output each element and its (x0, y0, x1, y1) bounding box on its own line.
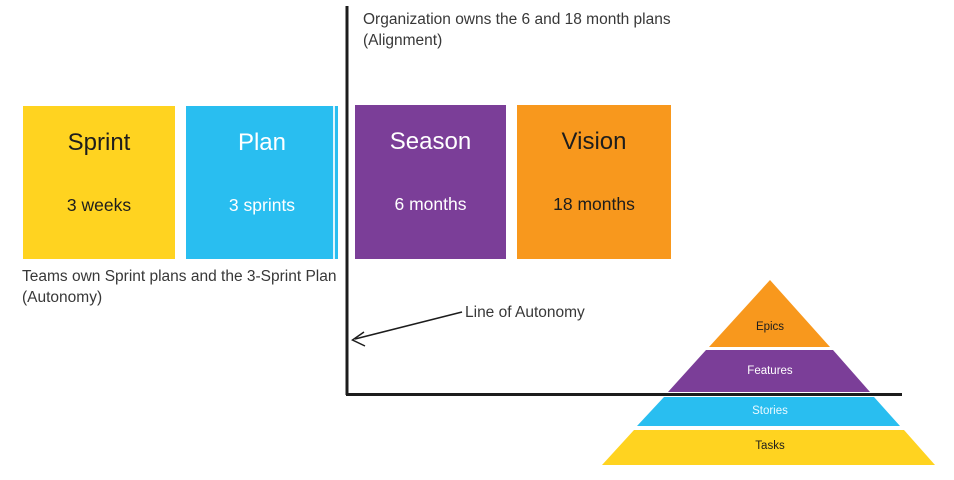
pyramid-layer-features (668, 350, 870, 392)
line-of-autonomy-label: Line of Autonomy (465, 304, 585, 321)
sprint-box: Sprint 3 weeks (23, 106, 175, 259)
season-box: Season 6 months (355, 105, 506, 259)
vision-box: Vision 18 months (517, 105, 671, 259)
plan-box: Plan 3 sprints (186, 106, 338, 259)
alignment-note-line2: (Alignment) (363, 32, 443, 49)
autonomy-arrow-head-icon (351, 331, 366, 347)
season-box-subtitle: 6 months (394, 194, 467, 214)
vision-box-title: Vision (561, 128, 627, 155)
pyramid-layer-stories (637, 397, 900, 426)
plan-box-title: Plan (237, 129, 287, 156)
pyramid-label-epics: Epics (756, 321, 784, 333)
autonomy-note: Teams own Sprint plans and the 3-Sprint … (22, 266, 336, 308)
pyramid-layer-epics (709, 280, 830, 347)
pyramid-layer-tasks (602, 430, 935, 465)
pyramid-label-stories: Stories (752, 405, 788, 417)
autonomy-note-line2: (Autonomy) (22, 289, 103, 306)
pyramid-label-tasks: Tasks (755, 440, 785, 452)
autonomy-note-line1: Teams own Sprint plans and the 3-Sprint … (22, 268, 337, 285)
season-box-title: Season (389, 128, 472, 155)
sprint-box-title: Sprint (67, 129, 131, 156)
alignment-note: Organization owns the 6 and 18 month pla… (363, 9, 671, 51)
pyramid-label-features: Features (747, 365, 793, 377)
sprint-box-subtitle: 3 weeks (66, 195, 132, 215)
autonomy-arrow-line (354, 311, 463, 340)
alignment-note-line1: Organization owns the 6 and 18 month pla… (363, 11, 671, 28)
plan-box-edge-stripe (333, 106, 335, 259)
vision-box-subtitle: 18 months (553, 194, 635, 214)
plan-box-subtitle: 3 sprints (228, 195, 296, 215)
